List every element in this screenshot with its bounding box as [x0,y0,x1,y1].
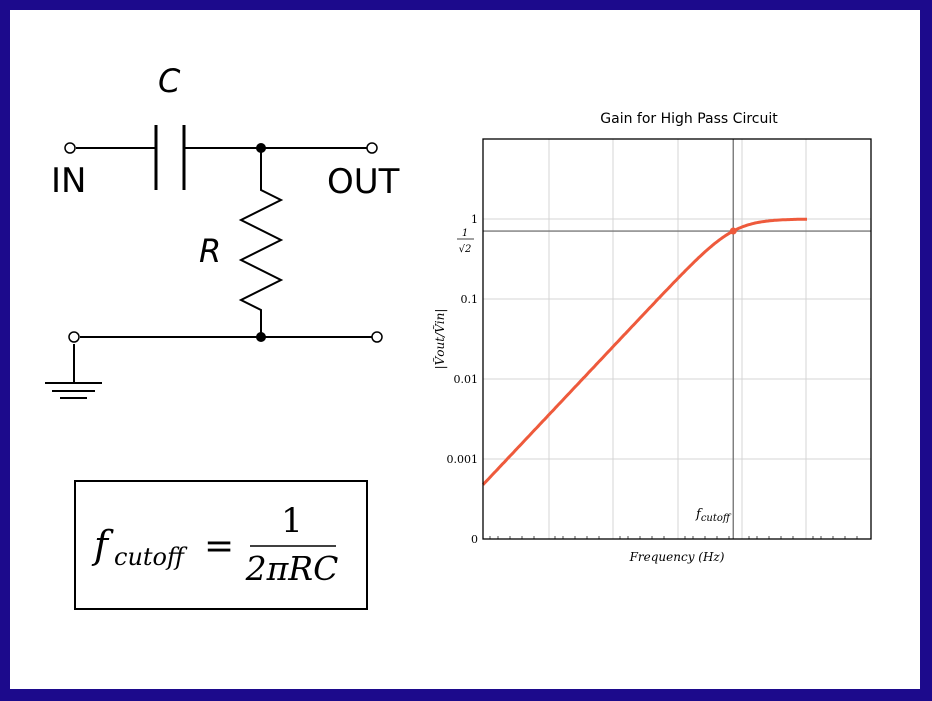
y-marker-numerator: 1 [462,228,468,239]
output-terminal-top [366,142,378,154]
plot-frame [482,138,872,540]
chart-markers [483,139,871,539]
x-axis-label: Frequency (Hz) [629,550,725,564]
input-terminal-bottom [68,331,80,343]
gain-curve [481,217,807,486]
junction-bottom [256,332,266,342]
output-label: OUT [327,162,400,202]
slide-frame: C R IN OUT f cutoff = 1 2πRC Gain for Hi… [10,10,920,689]
formula-box [74,480,368,610]
x-marker-label: fcutoff [695,507,732,524]
junction-top [256,143,266,153]
figure-canvas: C R IN OUT f cutoff = 1 2πRC Gain for Hi… [45,62,872,610]
input-label: IN [51,161,86,201]
gain-chart: Gain for High Pass Circuit 0 0.001 0.01 0.1… [432,111,872,564]
chart-title: Gain for High Pass Circuit [600,111,778,127]
formula-denominator: 2πRC [245,549,339,588]
input-terminal-top [64,142,76,154]
y-tick-label-0: 0 [471,533,478,546]
y-tick-label-1: 0.001 [447,453,479,466]
y-tick-label-2: 0.01 [454,373,479,386]
formula-subscript: cutoff [114,543,188,571]
resistor [238,148,284,337]
cutoff-point [729,227,737,235]
high-pass-circuit [45,125,383,399]
y-axis-label: |Ṽout/Ṽin| [432,309,447,370]
formula-equals: = [204,526,234,567]
output-terminal-bottom [371,331,383,343]
capacitor-label: C [158,62,181,100]
y-marker-denominator: √2 [459,244,472,255]
y-marker-label: 1 √2 [457,228,474,255]
resistor-label: R [199,232,221,270]
y-tick-labels: 0 0.001 0.01 0.1 1 [447,213,479,546]
chart-grid [483,139,871,539]
y-tick-label-4: 1 [471,213,478,226]
y-tick-label-3: 0.1 [461,293,479,306]
formula-numerator: 1 [281,501,303,541]
